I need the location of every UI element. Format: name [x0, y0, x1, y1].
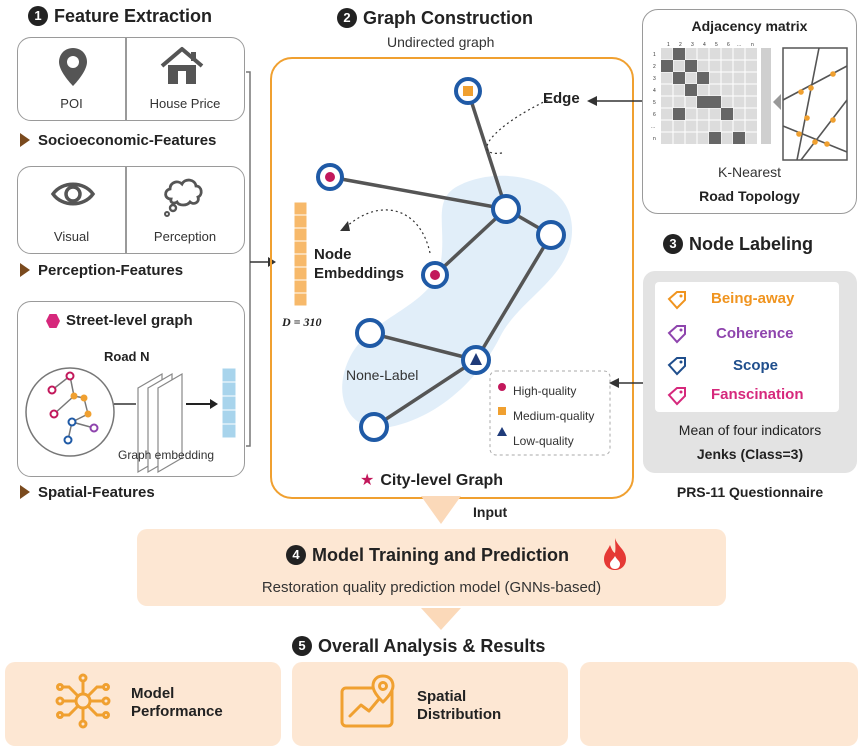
- perception-card: Visual Perception: [17, 166, 245, 254]
- quality-legend: High-quality Medium-quality Low-quality: [513, 379, 594, 454]
- tag-icons: [667, 291, 686, 406]
- indicator-coherence: Coherence: [716, 325, 794, 342]
- spatial-distribution-card: [292, 662, 568, 746]
- street-level-graph-title: Street-level graph: [66, 312, 193, 329]
- svg-text:2: 2: [653, 64, 656, 70]
- jenks-label: Jenks (Class=3): [696, 446, 804, 462]
- house-price-label: House Price: [149, 96, 221, 111]
- model-performance-card: [5, 662, 281, 746]
- neural-network-icon: [55, 673, 111, 729]
- perception-features-title: Perception-Features: [20, 262, 183, 279]
- house-icon: [160, 47, 204, 84]
- legend-low: Low-quality: [513, 434, 574, 448]
- svg-text:n: n: [653, 136, 656, 142]
- step-number: 5: [292, 636, 312, 656]
- none-label: None-Label: [346, 367, 419, 383]
- graph-embedding-label: Graph embedding: [118, 448, 215, 462]
- star-icon: ★: [360, 472, 375, 489]
- spatial-features-title: Spatial-Features: [20, 484, 155, 501]
- svg-text:...: ...: [651, 124, 655, 130]
- svg-text:4: 4: [653, 88, 656, 94]
- bullet-triangle-icon: [20, 485, 30, 499]
- visual-label: Visual: [53, 229, 90, 244]
- adjacency-matrix-grid: 1 2 3 4 5 6... n 1 2 3 4 5 6... n: [651, 42, 848, 161]
- undirected-graph-subtitle: Undirected graph: [387, 34, 495, 50]
- divider: [125, 167, 127, 253]
- city-level-graph-title: ★City-level Graph: [360, 472, 504, 489]
- road-topology-label: Road Topology: [699, 188, 800, 204]
- input-arrow-shape: [421, 496, 461, 524]
- node-embeddings-label: Node Embeddings: [314, 246, 405, 282]
- adjacency-matrix-title: Adjacency matrix: [691, 18, 808, 34]
- svg-text:6: 6: [653, 112, 656, 118]
- dimension-label: D = 310: [282, 315, 322, 329]
- svg-text:3: 3: [653, 76, 656, 82]
- step-number: 2: [337, 8, 357, 28]
- svg-text:4: 4: [703, 42, 706, 48]
- empty-result-card: [580, 662, 858, 746]
- legend-high: High-quality: [513, 384, 577, 398]
- model-subtitle: Restoration quality prediction model (GN…: [261, 579, 602, 596]
- road-n-label: Road N: [104, 349, 150, 364]
- poi-label: POI: [60, 96, 83, 111]
- step-number: 3: [663, 234, 683, 254]
- flame-icon: [604, 538, 626, 570]
- legend-medium: Medium-quality: [513, 409, 595, 423]
- divider: [125, 38, 127, 120]
- node-embedding-vector: [293, 201, 308, 307]
- svg-text:n: n: [751, 42, 754, 48]
- hexagon-icon: [46, 314, 60, 328]
- socioeconomic-features-title: Socioeconomic-Features: [20, 132, 216, 149]
- svg-text:5: 5: [715, 42, 718, 48]
- spatial-card: Street-level graph Road N: [17, 301, 245, 477]
- edge-label: Edge: [543, 90, 580, 107]
- model-performance-label: Model Performance: [131, 685, 223, 720]
- spatial-distribution-label: Spatial Distribution: [417, 688, 502, 723]
- indicator-scope: Scope: [733, 357, 779, 374]
- k-nearest-label: K-Nearest: [717, 164, 782, 180]
- edge-arrow: [587, 96, 645, 106]
- eye-icon: [50, 182, 96, 206]
- city-graph-drawing: [316, 77, 611, 456]
- poi-pin-icon: [59, 48, 87, 86]
- step-number: 4: [286, 545, 306, 565]
- socioeconomic-card: POI House Price: [17, 37, 245, 121]
- bullet-triangle-icon: [20, 133, 30, 147]
- adjacency-card: Adjacency matrix 1 2 3 4 5 6... n 1 2 3 4 5 6... n: [642, 9, 857, 214]
- bullet-triangle-icon: [20, 263, 30, 277]
- indicator-fanscination: Fanscination: [711, 386, 804, 403]
- mean-indicators-label: Mean of four indicators: [678, 422, 822, 438]
- svg-text:1: 1: [653, 52, 656, 58]
- thought-cloud-icon: [164, 178, 203, 217]
- step-number: 1: [28, 6, 48, 26]
- questionnaire-label: PRS-11 Questionnaire: [676, 484, 824, 500]
- labeling-input-arrow: [609, 378, 645, 388]
- perception-label: Perception: [153, 229, 217, 244]
- map-pin-chart-icon: [340, 674, 395, 728]
- svg-text:3: 3: [691, 42, 694, 48]
- street-graph-illustration: [25, 367, 237, 474]
- results-arrow-shape: [421, 608, 461, 630]
- svg-text:2: 2: [679, 42, 682, 48]
- input-label: Input: [473, 504, 508, 520]
- svg-text:...: ...: [737, 42, 741, 48]
- svg-text:5: 5: [653, 100, 656, 106]
- svg-text:6: 6: [727, 42, 730, 48]
- svg-text:1: 1: [667, 42, 670, 48]
- model-training-panel: [137, 529, 726, 606]
- indicator-being-away: Being-away: [711, 290, 795, 307]
